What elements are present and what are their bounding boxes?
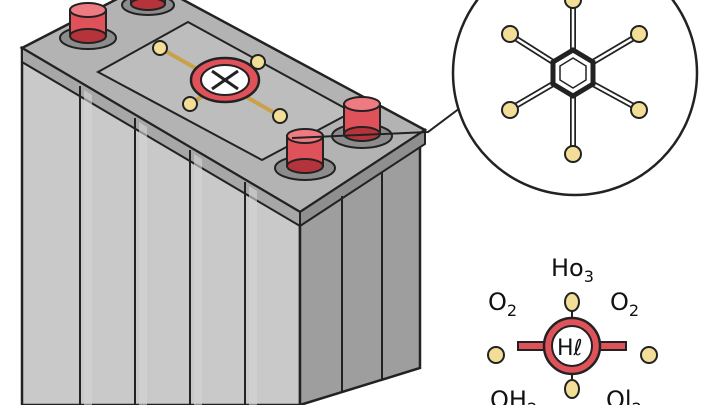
connector-node (152, 40, 168, 56)
battery-lip-side (299, 128, 426, 228)
molecule-atom (501, 25, 519, 43)
connector-node (250, 54, 266, 70)
molecule-atom (564, 145, 582, 163)
molecule-atom (501, 101, 519, 119)
connector-node (272, 108, 288, 124)
label-bottom-right: Ol2 (606, 386, 642, 405)
molecule-atom (630, 25, 648, 43)
molecule-atom (564, 0, 582, 9)
terminal-back-right (121, 0, 175, 16)
label-right: O2 (610, 288, 639, 320)
vent-cap-x-icon (189, 56, 261, 104)
label-node-top (564, 292, 580, 312)
label-top: Ho3 (551, 254, 594, 286)
hexagon-molecule-icon (501, 0, 648, 163)
label-bottom-left: OH2 (490, 386, 537, 405)
vent-cap-assembly (152, 40, 288, 124)
label-node-bottom (564, 379, 580, 399)
molecule-atom (630, 101, 648, 119)
labeled-molecule: Ho3 O2 O2 Hℓ OH2 Ol2 (487, 254, 658, 405)
connector-node (182, 96, 198, 112)
battery-ribs (79, 86, 383, 405)
label-center: Hℓ (557, 336, 583, 361)
terminal-back-left (59, 2, 117, 50)
callout-pointer (291, 107, 461, 139)
label-left: O2 (488, 288, 517, 320)
label-node-left (487, 346, 505, 364)
terminal-front-left (274, 128, 336, 181)
label-node-right (640, 346, 658, 364)
